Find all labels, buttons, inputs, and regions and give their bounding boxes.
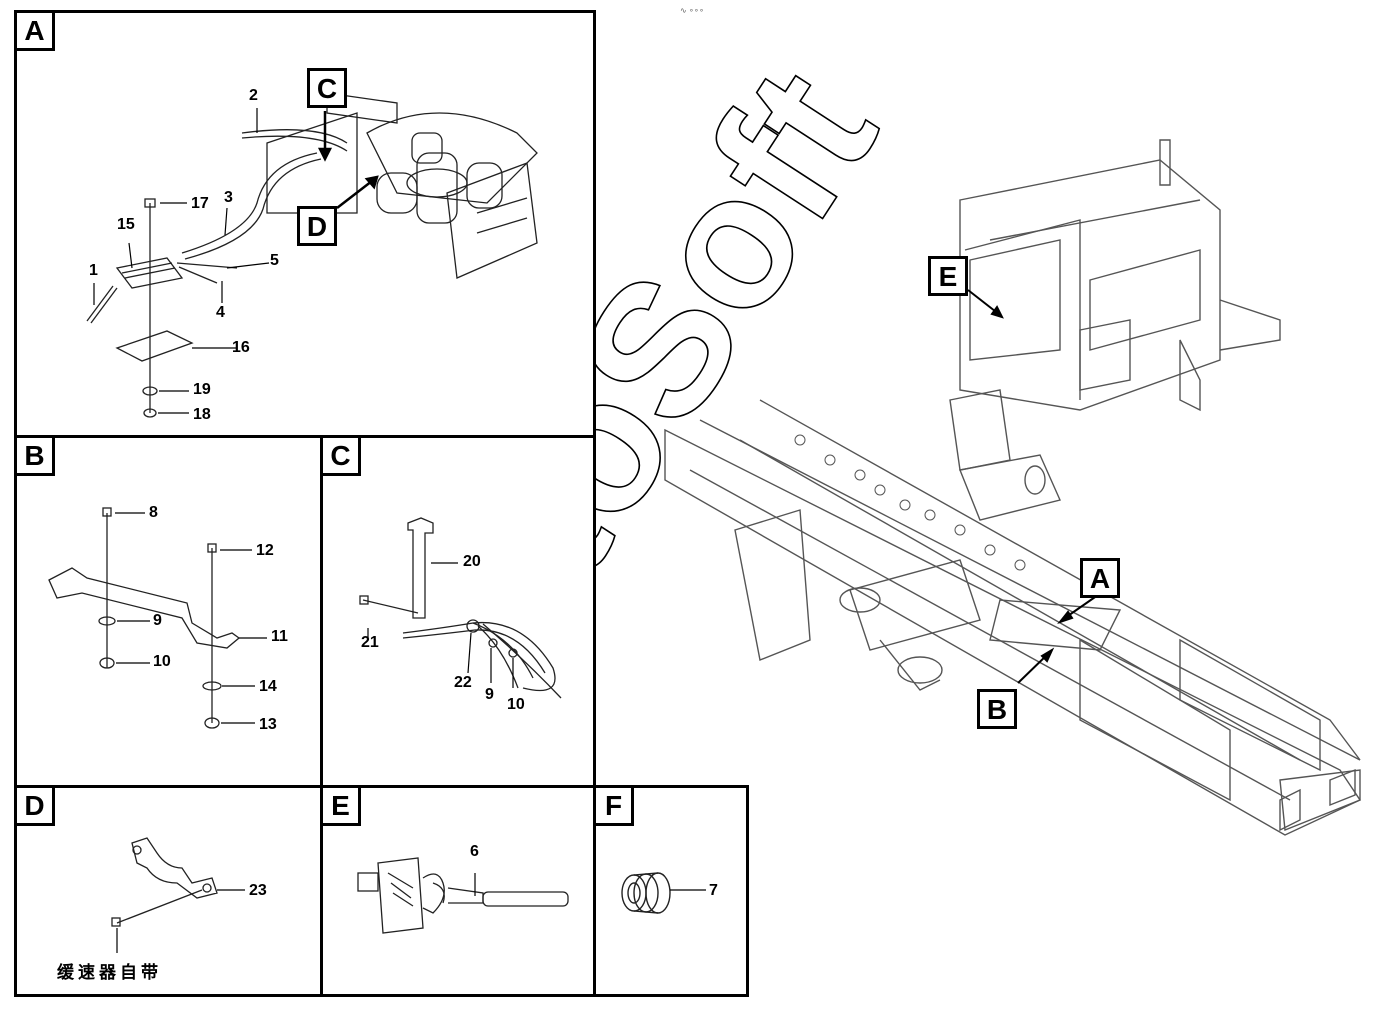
label-16: 16: [232, 339, 250, 356]
label-23: 23: [249, 882, 267, 899]
label-22: 22: [454, 674, 472, 691]
label-8: 8: [149, 504, 158, 521]
label-12: 12: [256, 542, 274, 559]
label-5: 5: [270, 252, 279, 269]
label-15: 15: [117, 216, 135, 233]
panel-e-tag: E: [323, 788, 361, 826]
label-4: 4: [216, 304, 225, 321]
panel-a-tag: A: [17, 13, 55, 51]
panel-a: A: [14, 10, 596, 438]
label-7: 7: [709, 882, 718, 899]
corner-mark: ∿ ∘∘∘: [680, 6, 704, 15]
label-2: 2: [249, 87, 258, 104]
panel-b-tag: B: [17, 438, 55, 476]
label-13: 13: [259, 716, 277, 733]
label-9: 9: [153, 612, 162, 629]
panel-c-tag: C: [323, 438, 361, 476]
label-14: 14: [259, 678, 277, 695]
label-9c: 9: [485, 686, 494, 703]
panel-c: C 20 21 22 9 10: [320, 435, 596, 788]
panel-c-drawing: [359, 517, 562, 699]
panel-d-drawing: [111, 837, 245, 953]
panel-a-callout-c: C: [307, 68, 347, 108]
label-6: 6: [470, 843, 479, 860]
panel-d-note: 缓速器自带: [57, 963, 162, 983]
label-1: 1: [89, 262, 98, 279]
label-19: 19: [193, 381, 211, 398]
panel-f-tag: F: [596, 788, 634, 826]
panel-a-drawing: [86, 92, 538, 418]
overview-callout-a: A: [1080, 558, 1120, 598]
label-3: 3: [224, 189, 233, 206]
panel-e: E 6: [320, 785, 596, 997]
label-21: 21: [361, 634, 379, 651]
label-20: 20: [463, 553, 481, 570]
panel-e-drawing: [357, 857, 569, 934]
label-11: 11: [271, 628, 288, 645]
overview-callout-b: B: [977, 689, 1017, 729]
label-17: 17: [191, 195, 209, 212]
label-10: 10: [153, 653, 171, 670]
panel-d-tag: D: [17, 788, 55, 826]
overview-callout-e: E: [928, 256, 968, 296]
panel-a-callout-d: D: [297, 206, 337, 246]
label-18: 18: [193, 406, 211, 423]
panel-f-drawing: [621, 872, 706, 914]
panel-b-drawing: [48, 507, 267, 729]
panel-d: D 23 缓速器自带: [14, 785, 323, 997]
panel-b: B 8 12 9 11 10 14 13: [14, 435, 323, 788]
panel-f: F 7: [593, 785, 749, 997]
label-10c: 10: [507, 696, 525, 713]
